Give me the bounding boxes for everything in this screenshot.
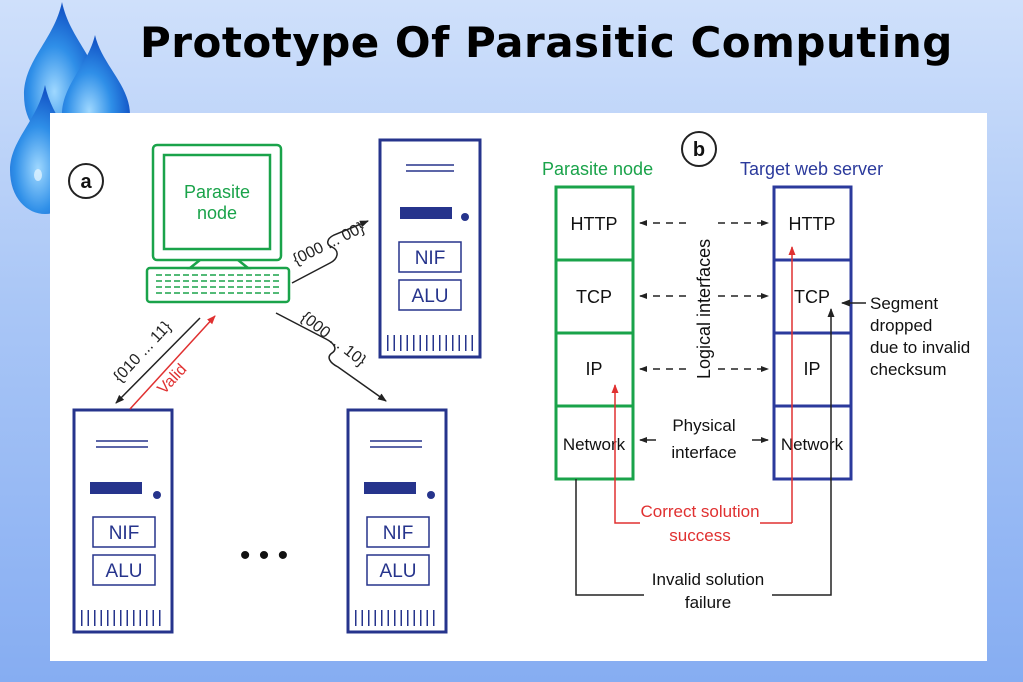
segment-note-line2: dropped — [870, 316, 932, 335]
server-top-right — [378, 138, 482, 359]
server-bottom-left — [72, 408, 174, 634]
arrow-to-top-server — [291, 220, 369, 284]
server-left-alu: ALU — [106, 561, 143, 582]
message-top-right: {000 ... 00} — [290, 219, 368, 268]
diagram-panel: a Parasite node NIF — [50, 113, 987, 661]
server-right-alu: ALU — [380, 561, 417, 582]
badge-b-label: b — [693, 139, 705, 161]
server-bottom-right — [346, 408, 448, 634]
panel-a: a Parasite node NIF — [68, 138, 482, 634]
badge-a-label: a — [80, 171, 92, 193]
logical-interface-arrows — [639, 220, 769, 372]
arrow-to-bottom-left-server — [115, 317, 201, 404]
server-top-nif: NIF — [415, 248, 446, 269]
correct-solution-line2: success — [669, 526, 730, 545]
parasite-layer-network: Network — [563, 435, 626, 454]
parasite-protocol-stack — [554, 185, 635, 481]
parasite-layer-http: HTTP — [571, 214, 618, 234]
parasite-label-line1: Parasite — [184, 182, 250, 202]
badge-b-circle — [681, 131, 717, 167]
valid-return-arrow — [129, 315, 216, 410]
segment-note-line1: Segment — [870, 294, 938, 313]
slide-title: Prototype Of Parasitic Computing — [140, 18, 953, 67]
target-protocol-stack — [772, 185, 853, 481]
panel-b: b Parasite node Target web server HTTP T… — [542, 131, 970, 614]
target-server-header: Target web server — [740, 159, 883, 179]
valid-label: Valid — [154, 361, 190, 398]
parasite-layer-tcp: TCP — [576, 287, 612, 307]
invalid-solution-line1: Invalid solution — [652, 570, 764, 589]
correct-solution-line1: Correct solution — [640, 502, 759, 521]
segment-note-line3: due to invalid — [870, 338, 970, 357]
message-bottom-right: {000 ... 10} — [298, 309, 370, 370]
more-servers-ellipsis: • • • — [240, 539, 288, 572]
parasite-label-line2: node — [197, 203, 237, 223]
target-layer-network: Network — [781, 435, 844, 454]
physical-label-line1: Physical — [672, 416, 735, 435]
logical-interfaces-label: Logical interfaces — [694, 239, 714, 379]
invalid-solution-line2: failure — [685, 593, 731, 612]
parasite-computer-icon — [145, 143, 291, 304]
server-right-nif: NIF — [383, 523, 414, 544]
arrow-to-bottom-right-server — [275, 312, 387, 402]
segment-note-line4: checksum — [870, 360, 947, 379]
target-layer-ip: IP — [803, 359, 820, 379]
target-layer-tcp: TCP — [794, 287, 830, 307]
server-top-alu: ALU — [412, 286, 449, 307]
target-layer-http: HTTP — [789, 214, 836, 234]
parasite-node-header: Parasite node — [542, 159, 653, 179]
server-left-nif: NIF — [109, 523, 140, 544]
physical-label-line2: interface — [671, 443, 736, 462]
parasite-layer-ip: IP — [585, 359, 602, 379]
badge-a-circle — [68, 163, 104, 199]
